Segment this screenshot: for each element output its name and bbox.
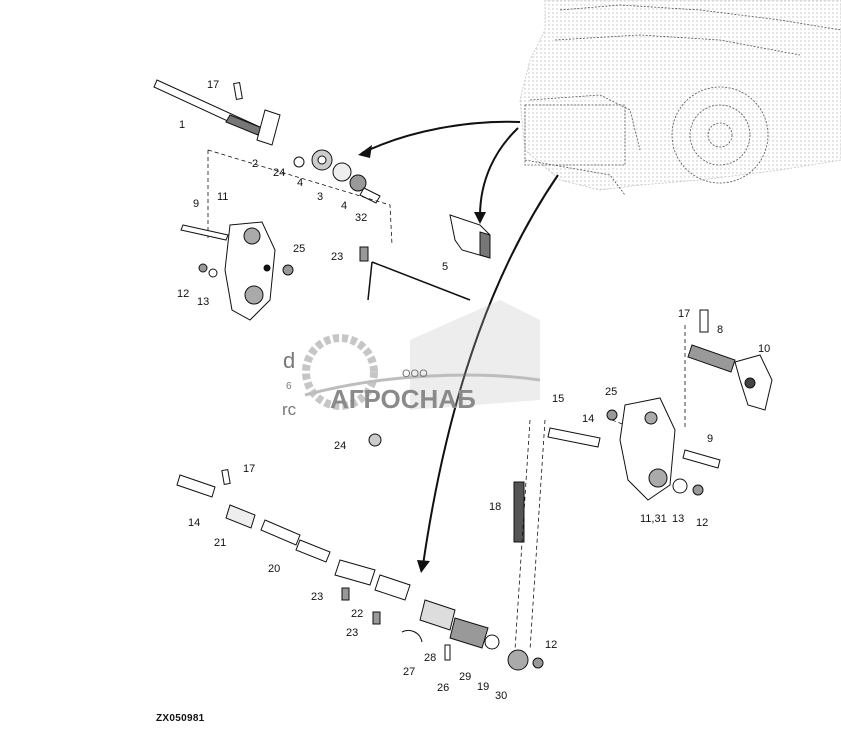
callout-17: 17 — [678, 308, 690, 320]
callout-23: 23 — [346, 627, 358, 639]
callout-23: 23 — [331, 251, 343, 263]
watermark — [302, 300, 541, 410]
callout-21: 21 — [214, 537, 226, 549]
frame-lines — [367, 261, 471, 301]
right-gear-assembly — [547, 309, 773, 501]
callout-18: 18 — [489, 501, 501, 513]
callout-4: 4 — [297, 177, 303, 189]
callout-25: 25 — [293, 243, 305, 255]
callout-1: 1 — [179, 119, 185, 131]
callout-29: 29 — [459, 671, 471, 683]
partial-text-c: rc — [282, 400, 297, 419]
callout-14: 14 — [188, 517, 200, 529]
callout-labels: 1 17 2 24 4 3 4 32 9 11 25 23 12 13 5 17 8 10 15 14 25 9 11,31… — [177, 79, 770, 702]
arrow-heads — [358, 145, 486, 573]
callout-8: 8 — [717, 324, 723, 336]
watermark-brand-text: АГРОСНАБ — [330, 384, 476, 414]
lower-shaft-assembly — [176, 433, 544, 671]
callout-23: 23 — [311, 591, 323, 603]
figure-id: ZX050981 — [156, 713, 205, 724]
machine-illustration — [519, 0, 841, 196]
callout-28: 28 — [424, 652, 436, 664]
arrow-down — [422, 174, 559, 566]
callout-26: 26 — [437, 682, 449, 694]
left-gear-housing — [180, 221, 369, 321]
callout-19: 19 — [477, 681, 489, 693]
callout-9: 9 — [707, 433, 713, 445]
callout-5: 5 — [442, 261, 448, 273]
callout-11-31: 11,31 — [640, 513, 667, 525]
callout-32: 32 — [355, 212, 367, 224]
direction-arrows — [361, 120, 559, 566]
callout-11: 11 — [217, 191, 228, 203]
callout-30: 30 — [495, 690, 507, 702]
callout-12: 12 — [177, 288, 189, 300]
callout-25: 25 — [605, 386, 617, 398]
callout-14: 14 — [582, 413, 594, 425]
callout-17: 17 — [243, 463, 255, 475]
arrow-upper-left — [361, 120, 521, 154]
callout-15: 15 — [552, 393, 564, 405]
partial-text-b: 6 — [286, 381, 292, 392]
callout-12: 12 — [696, 517, 708, 529]
partial-text-a: d — [283, 348, 295, 373]
callout-20: 20 — [268, 563, 280, 575]
callout-24: 24 — [273, 167, 285, 179]
callout-10: 10 — [758, 343, 770, 355]
upper-shaft-assembly — [153, 79, 381, 204]
watermark-small-text: ООО — [402, 368, 428, 380]
part-5-bracket — [449, 214, 491, 259]
callout-13: 13 — [672, 513, 684, 525]
arrow-to-part5 — [479, 127, 519, 217]
callout-17: 17 — [207, 79, 219, 91]
chain-guides — [514, 419, 546, 651]
callout-22: 22 — [351, 608, 363, 620]
upper-bracket — [207, 149, 393, 246]
callout-4: 4 — [341, 200, 347, 212]
callout-27: 27 — [403, 666, 415, 678]
right-bracket — [611, 325, 686, 430]
callout-9: 9 — [193, 198, 199, 210]
callout-12: 12 — [545, 639, 557, 651]
callout-2: 2 — [252, 158, 258, 170]
callout-3: 3 — [317, 191, 323, 203]
callout-24: 24 — [334, 440, 346, 452]
callout-13: 13 — [197, 296, 209, 308]
